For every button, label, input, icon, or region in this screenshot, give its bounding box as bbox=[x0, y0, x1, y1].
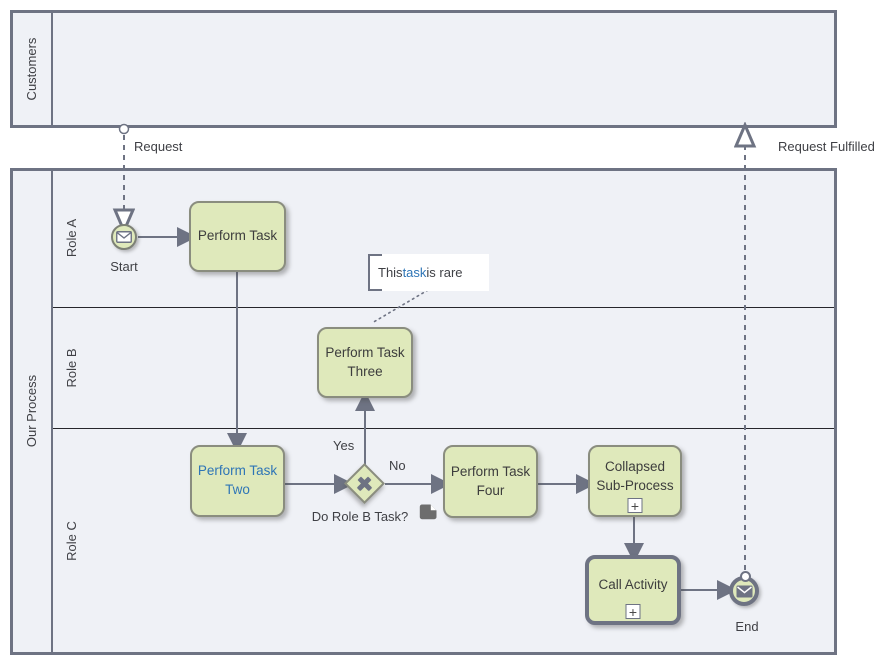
annotation-association bbox=[371, 289, 429, 324]
request-flow-label: Request bbox=[134, 139, 183, 154]
task-perform-task-three: Perform Task Three bbox=[317, 327, 413, 398]
call-activity-label: Call Activity bbox=[598, 576, 668, 592]
message-flow-request-origin-dot bbox=[118, 123, 130, 135]
collapsed-subprocess: Collapsed Sub-Process + bbox=[588, 445, 682, 517]
message-envelope-filled-icon bbox=[736, 585, 752, 597]
end-event bbox=[729, 576, 759, 606]
document-icon bbox=[419, 504, 437, 520]
task-perform-task-label: Perform Task bbox=[197, 228, 278, 244]
annotation-bracket bbox=[370, 289, 382, 291]
pool-our-process bbox=[10, 168, 837, 655]
annotation-text-prefix: This bbox=[378, 265, 403, 280]
task-perform-task-four: Perform Task Four bbox=[443, 445, 538, 518]
pool-customers bbox=[10, 10, 837, 128]
task-perform-task-four-label: Perform Task Four bbox=[450, 463, 531, 498]
gateway-label: Do Role B Task? bbox=[311, 509, 409, 524]
request-fulfilled-flow-label: Request Fulfilled bbox=[778, 139, 875, 154]
call-activity-expand-marker: + bbox=[625, 604, 641, 619]
start-event-label: Start bbox=[110, 259, 138, 274]
task-perform-task-three-label: Perform Task Three bbox=[325, 344, 405, 379]
yes-branch-label: Yes bbox=[333, 438, 355, 453]
lane-divider-roleA-roleB bbox=[53, 307, 834, 308]
task-perform-task: Perform Task bbox=[189, 201, 286, 272]
annotation-task-link[interactable]: task bbox=[402, 265, 427, 280]
lane-divider-roleB-roleC bbox=[53, 428, 834, 429]
customers-band-divider bbox=[51, 10, 53, 128]
collapsed-subprocess-label: Collapsed Sub-Process bbox=[596, 459, 674, 493]
annotation-bracket bbox=[370, 254, 382, 256]
our-process-band-divider bbox=[51, 168, 53, 655]
task-perform-task-two-link[interactable]: Perform Task Two bbox=[197, 463, 278, 497]
message-flow-origin-dot bbox=[740, 571, 751, 582]
task-perform-task-two[interactable]: Perform Task Two bbox=[190, 445, 285, 517]
no-branch-label: No bbox=[389, 458, 406, 473]
message-envelope-icon bbox=[116, 231, 132, 243]
subprocess-expand-marker: + bbox=[627, 498, 643, 513]
annotation-text-suffix: is rare bbox=[426, 265, 463, 280]
text-annotation: This task is rare bbox=[368, 254, 489, 291]
start-event bbox=[111, 224, 137, 250]
end-event-label: End bbox=[735, 619, 759, 634]
call-activity: Call Activity + bbox=[585, 555, 681, 625]
